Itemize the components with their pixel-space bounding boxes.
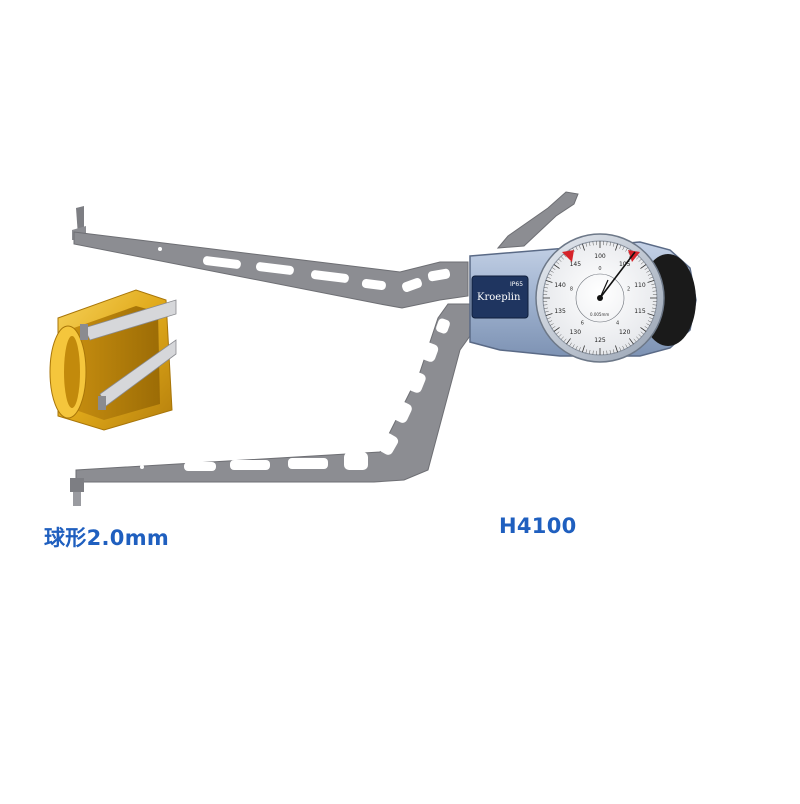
dial-inner-number: 8 (570, 287, 573, 293)
dial-number: 110 (634, 282, 646, 289)
dial-resolution: 0.005mm (590, 312, 609, 317)
dial-number: 120 (619, 329, 631, 336)
tip-caption: 球形2.0mm (44, 522, 169, 552)
dial-number: 125 (594, 337, 606, 344)
dial-number: 100 (594, 253, 606, 260)
brand-logo: Kroeplin (477, 292, 521, 303)
lift-lever (498, 192, 578, 248)
dial-number: 145 (570, 261, 582, 268)
dial-inner-number: 0 (598, 266, 601, 272)
dial-number: 140 (554, 282, 566, 289)
ip-rating: IP65 (510, 281, 523, 288)
dial-inner-number: 4 (616, 320, 619, 326)
dial-number: 135 (554, 308, 566, 315)
model-caption: H4100 (499, 514, 577, 538)
dial-number: 130 (570, 329, 582, 336)
ring-workpiece (50, 290, 176, 430)
dial-number: 115 (634, 308, 646, 315)
dial-inner-number: 2 (627, 287, 630, 293)
dial-inner-number: 6 (581, 320, 584, 326)
